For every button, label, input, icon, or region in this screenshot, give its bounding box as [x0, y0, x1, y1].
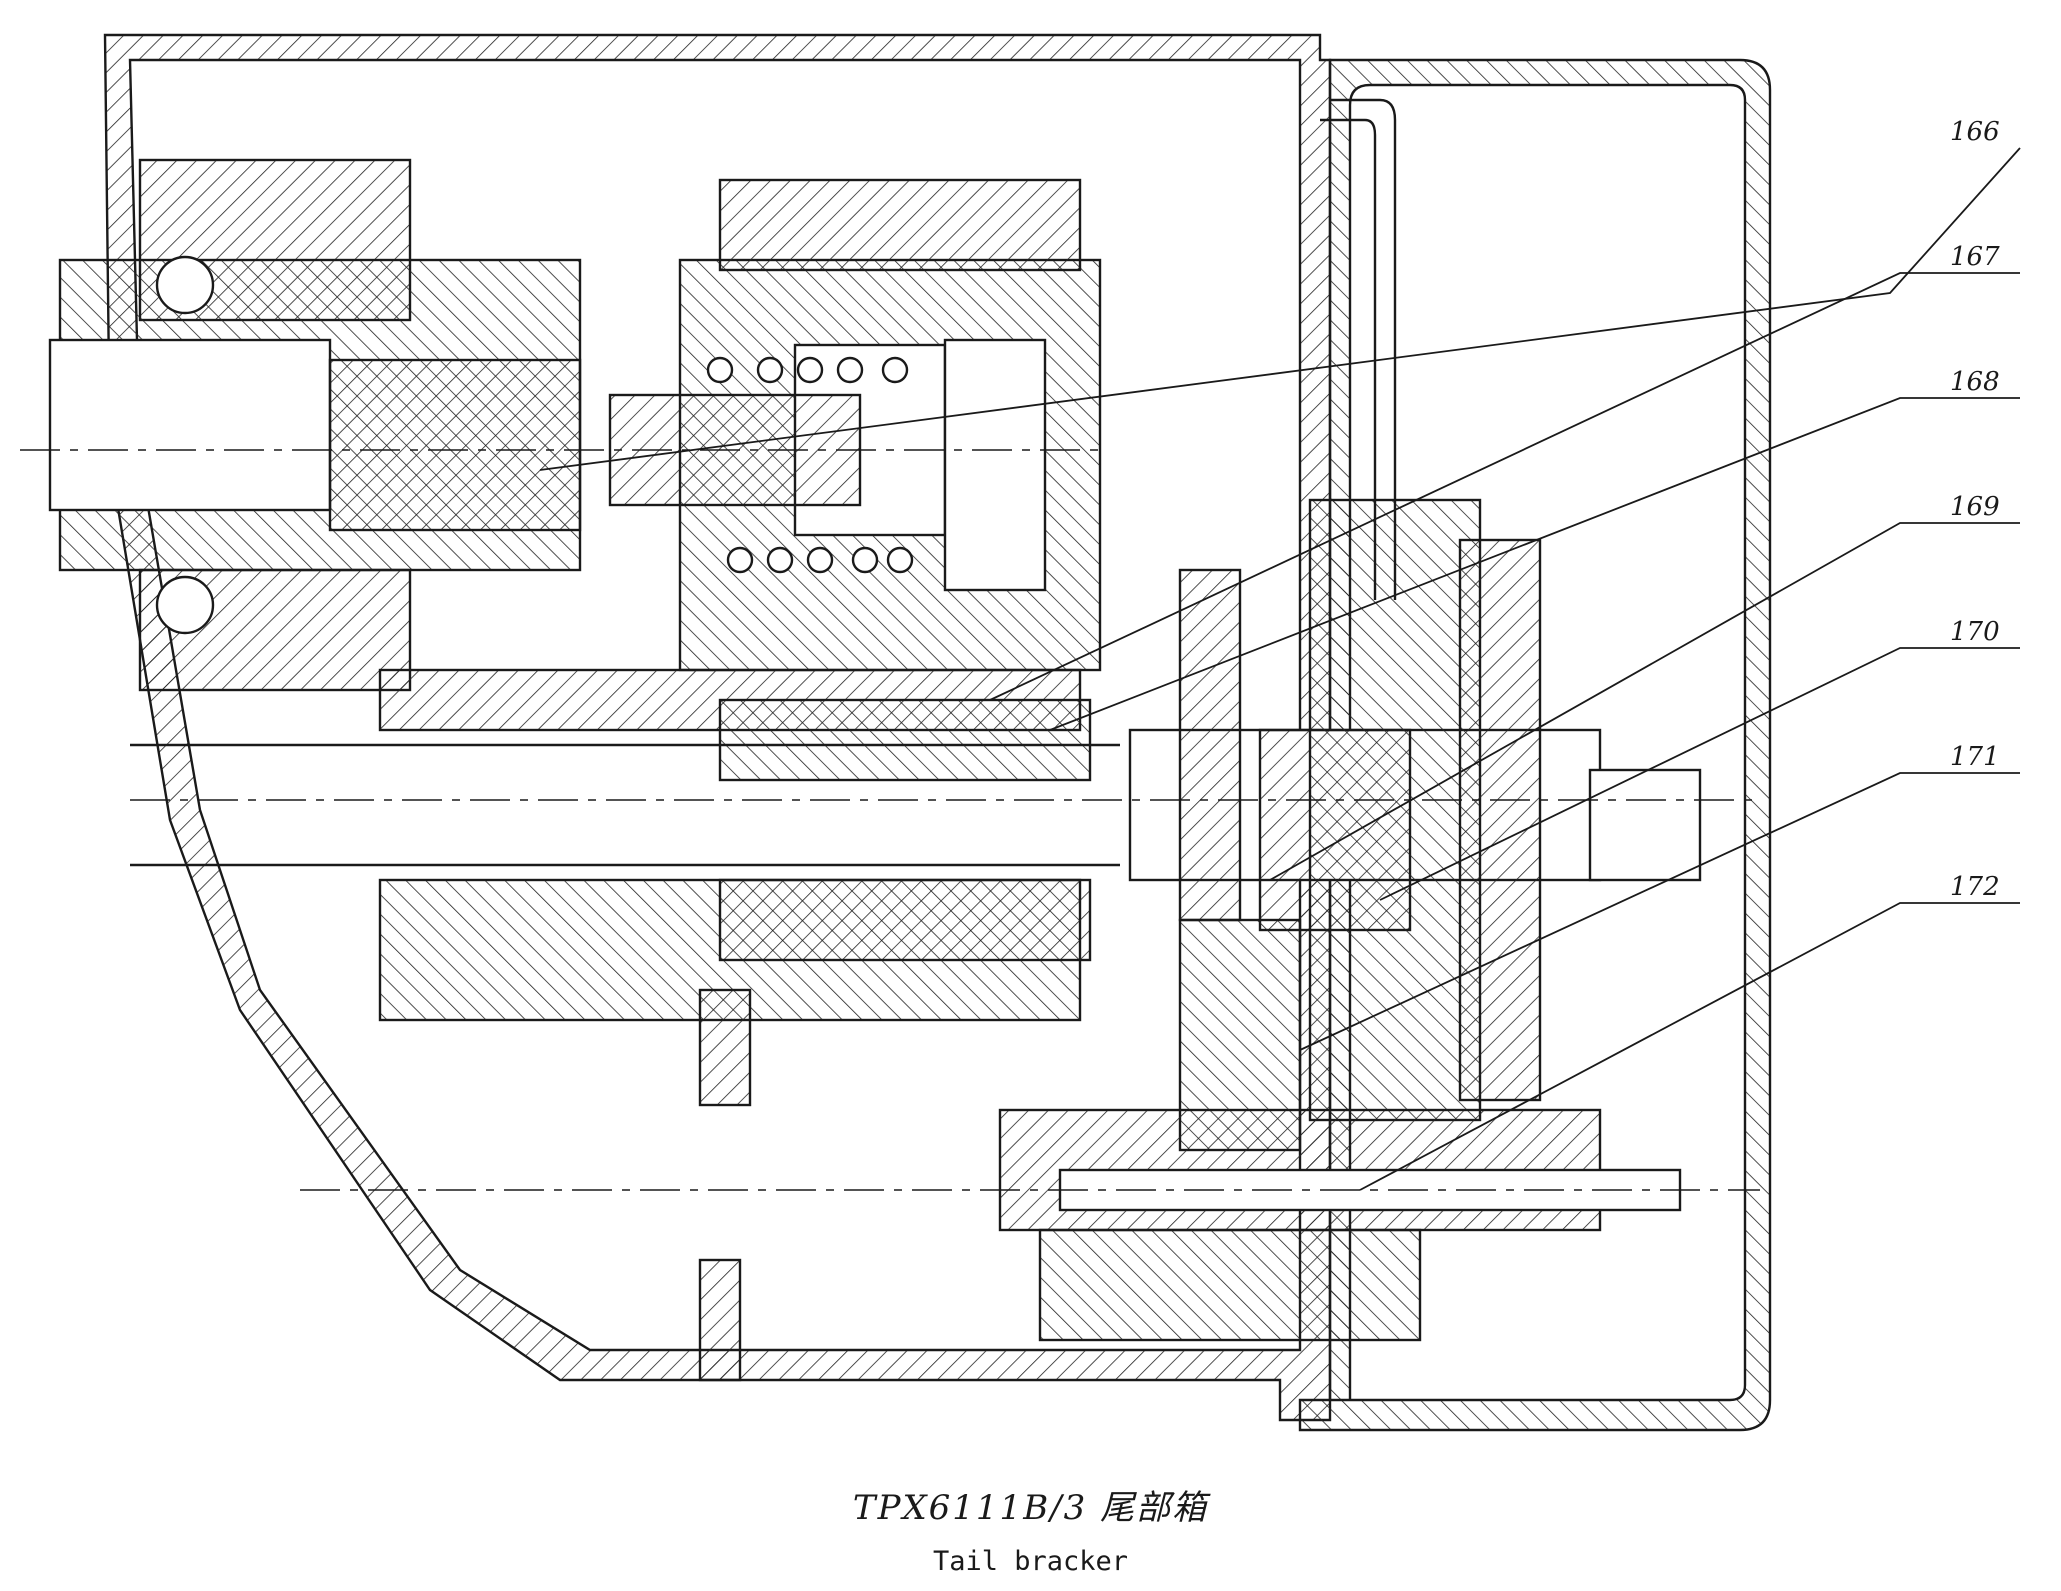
leader-line-167 — [989, 272, 2020, 701]
callout-label-172: 172 — [1950, 872, 2000, 902]
callout-label-166: 166 — [1950, 117, 2000, 147]
leader-line-170 — [1379, 647, 2020, 901]
drawing-title-en: Tail bracker — [932, 1546, 1129, 1577]
drawing-title-cn: TPX6111B/3 尾部箱 — [852, 1488, 1209, 1528]
callout-label-170: 170 — [1950, 617, 2000, 647]
leader-line-169 — [1269, 522, 2020, 881]
leader-line-172 — [1359, 902, 2020, 1191]
callout-label-167: 167 — [1950, 242, 2000, 272]
leader-line-171 — [1299, 772, 2020, 1051]
callout-label-169: 169 — [1950, 492, 2000, 522]
callout-label-171: 171 — [1950, 742, 2000, 772]
leader-line-168 — [1049, 397, 2020, 731]
callout-label-168: 168 — [1950, 367, 2000, 397]
leader-line-166 — [539, 147, 2021, 471]
